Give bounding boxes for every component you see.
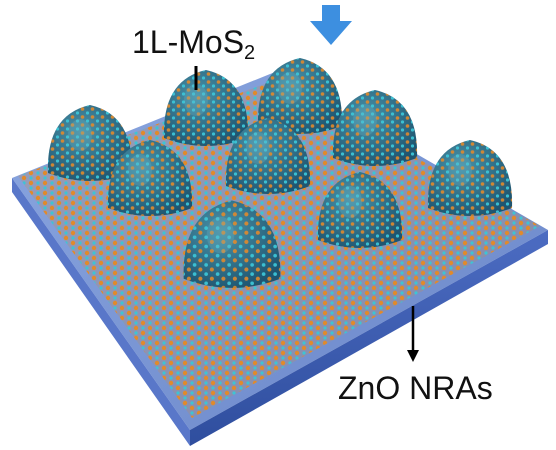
- down-arrow-icon: [310, 5, 352, 45]
- mos2-label-main: 1L-MoS: [132, 24, 245, 60]
- dome: [163, 70, 249, 146]
- mos2-label: 1L-MoS2: [132, 26, 255, 63]
- dome: [332, 90, 418, 166]
- dome: [427, 140, 513, 216]
- zno-label: ZnO NRAs: [338, 370, 493, 406]
- substrate-front-face: [190, 230, 548, 446]
- zno-pointer-arrow: [407, 306, 419, 362]
- mos2-label-subscript: 2: [244, 42, 256, 64]
- substrate-left-face: [12, 178, 190, 446]
